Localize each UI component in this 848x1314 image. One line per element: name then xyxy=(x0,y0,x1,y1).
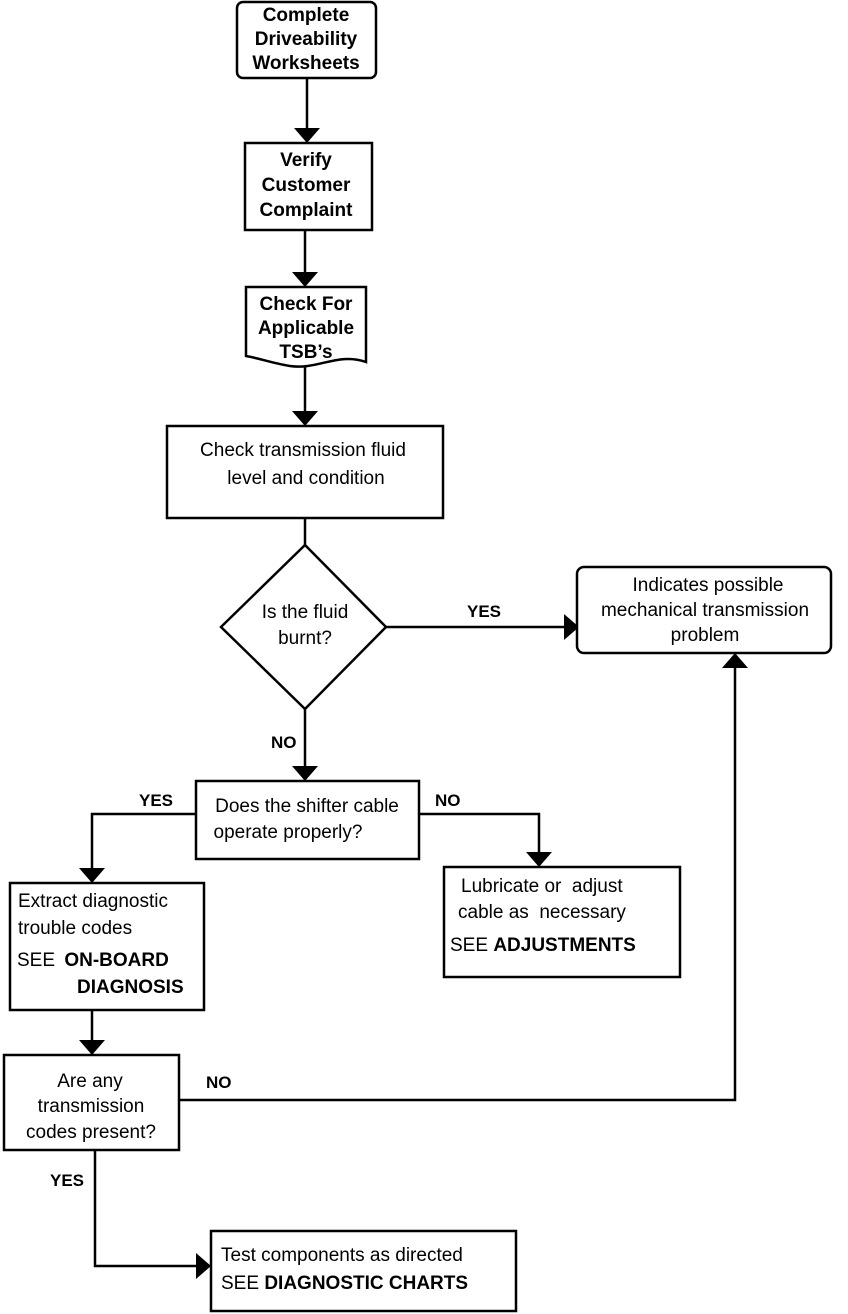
node-label: Complete xyxy=(263,5,350,26)
edge-codes-yes xyxy=(93,1150,196,1268)
node-label: Extract diagnostic xyxy=(18,891,168,912)
node-mechanical: Indicates possible mechanical transmissi… xyxy=(575,565,833,655)
node-label: Driveability xyxy=(255,29,358,50)
node-lubricate: Lubricate or adjust cable as necessary S… xyxy=(442,865,682,979)
node-extract: Extract diagnostic trouble codes SEE ON-… xyxy=(8,881,206,1012)
arrowhead-right-icon xyxy=(196,1253,211,1279)
node-label: trouble codes xyxy=(18,918,132,939)
see-reference: SEE DIAGNOSTIC CHARTS xyxy=(221,1273,468,1294)
node-label: Are any xyxy=(57,1071,123,1092)
process-box xyxy=(194,779,421,861)
node-label: level and condition xyxy=(227,468,384,489)
see-reference: SEE ON-BOARD xyxy=(17,950,169,971)
arrowhead-down-icon xyxy=(294,128,320,143)
see-ref-continued: DIAGNOSIS xyxy=(77,977,184,998)
arrowhead-right-icon xyxy=(564,614,579,640)
node-test: Test components as directed SEE DIAGNOST… xyxy=(209,1229,518,1313)
arrowhead-up-icon xyxy=(722,653,748,668)
node-label: Complaint xyxy=(260,200,354,221)
node-fluid-check: Check transmission fluid level and condi… xyxy=(165,424,445,520)
node-label: Verify xyxy=(280,150,332,171)
edge-shifter-no xyxy=(419,812,541,852)
rounded-box xyxy=(235,0,378,80)
decision-diamond xyxy=(219,543,388,711)
node-label: Test components as directed xyxy=(221,1245,463,1266)
edge-label-yes: YES xyxy=(139,791,173,810)
see-ref: DIAGNOSTIC CHARTS xyxy=(264,1273,468,1294)
node-label: Does the shifter cable xyxy=(215,796,399,817)
edge-label-yes: YES xyxy=(467,602,501,621)
edge-label-no: NO xyxy=(435,791,461,810)
node-label: TSB’s xyxy=(279,342,332,363)
node-tsb: Check For Applicable TSB’s xyxy=(244,285,368,368)
arrowhead-down-icon xyxy=(526,852,552,867)
node-label: Worksheets xyxy=(252,53,359,74)
edge-label-no: NO xyxy=(206,1073,232,1092)
edge-codes-no xyxy=(179,668,737,1102)
node-worksheets: Complete Driveability Worksheets xyxy=(235,0,378,80)
node-label: cable as necessary xyxy=(458,902,626,923)
node-label: Applicable xyxy=(258,318,354,339)
process-box xyxy=(209,1229,518,1313)
rounded-box xyxy=(575,565,833,655)
node-label: Is the fluid xyxy=(262,602,349,623)
node-label: operate properly? xyxy=(214,822,363,843)
node-label: Lubricate or adjust xyxy=(461,876,623,897)
see-ref: ON-BOARD xyxy=(64,950,169,971)
node-label: Indicates possible xyxy=(632,575,783,596)
node-label: Check transmission fluid xyxy=(200,440,406,461)
edge-label-no: NO xyxy=(271,733,297,752)
arrowhead-down-icon xyxy=(292,766,318,781)
see-ref: ADJUSTMENTS xyxy=(493,935,636,956)
edge-shifter-yes xyxy=(90,812,196,868)
edge-labels: YES NO YES NO NO YES xyxy=(50,602,501,1190)
node-label: transmission xyxy=(38,1096,145,1117)
process-box xyxy=(243,141,374,232)
node-verify: Verify Customer Complaint xyxy=(243,141,374,232)
node-label: problem xyxy=(671,625,740,646)
node-label: codes present? xyxy=(26,1122,156,1143)
arrowhead-down-icon xyxy=(79,1040,105,1055)
node-label: burnt? xyxy=(278,628,332,649)
arrowhead-down-icon xyxy=(292,272,318,287)
decision-burnt: Is the fluid burnt? xyxy=(219,543,388,711)
process-box xyxy=(2,1053,181,1152)
see-reference: SEE ADJUSTMENTS xyxy=(450,935,636,956)
see-prefix: SEE xyxy=(221,1273,264,1294)
process-box xyxy=(165,424,445,520)
connectors xyxy=(79,78,748,1279)
node-label: Check For xyxy=(260,294,354,315)
process-box xyxy=(8,881,206,1012)
edge-label-yes: YES xyxy=(50,1171,84,1190)
node-codes: Are any transmission codes present? xyxy=(2,1053,181,1152)
process-box xyxy=(442,865,682,979)
arrowhead-down-icon xyxy=(292,411,318,426)
arrowhead-down-icon xyxy=(79,868,105,883)
document-shape xyxy=(244,285,368,368)
see-prefix: SEE xyxy=(450,935,493,956)
see-prefix: SEE xyxy=(17,950,60,971)
node-shifter: Does the shifter cable operate properly? xyxy=(194,779,421,861)
node-label: Customer xyxy=(262,175,351,196)
node-label: mechanical transmission xyxy=(601,600,809,621)
